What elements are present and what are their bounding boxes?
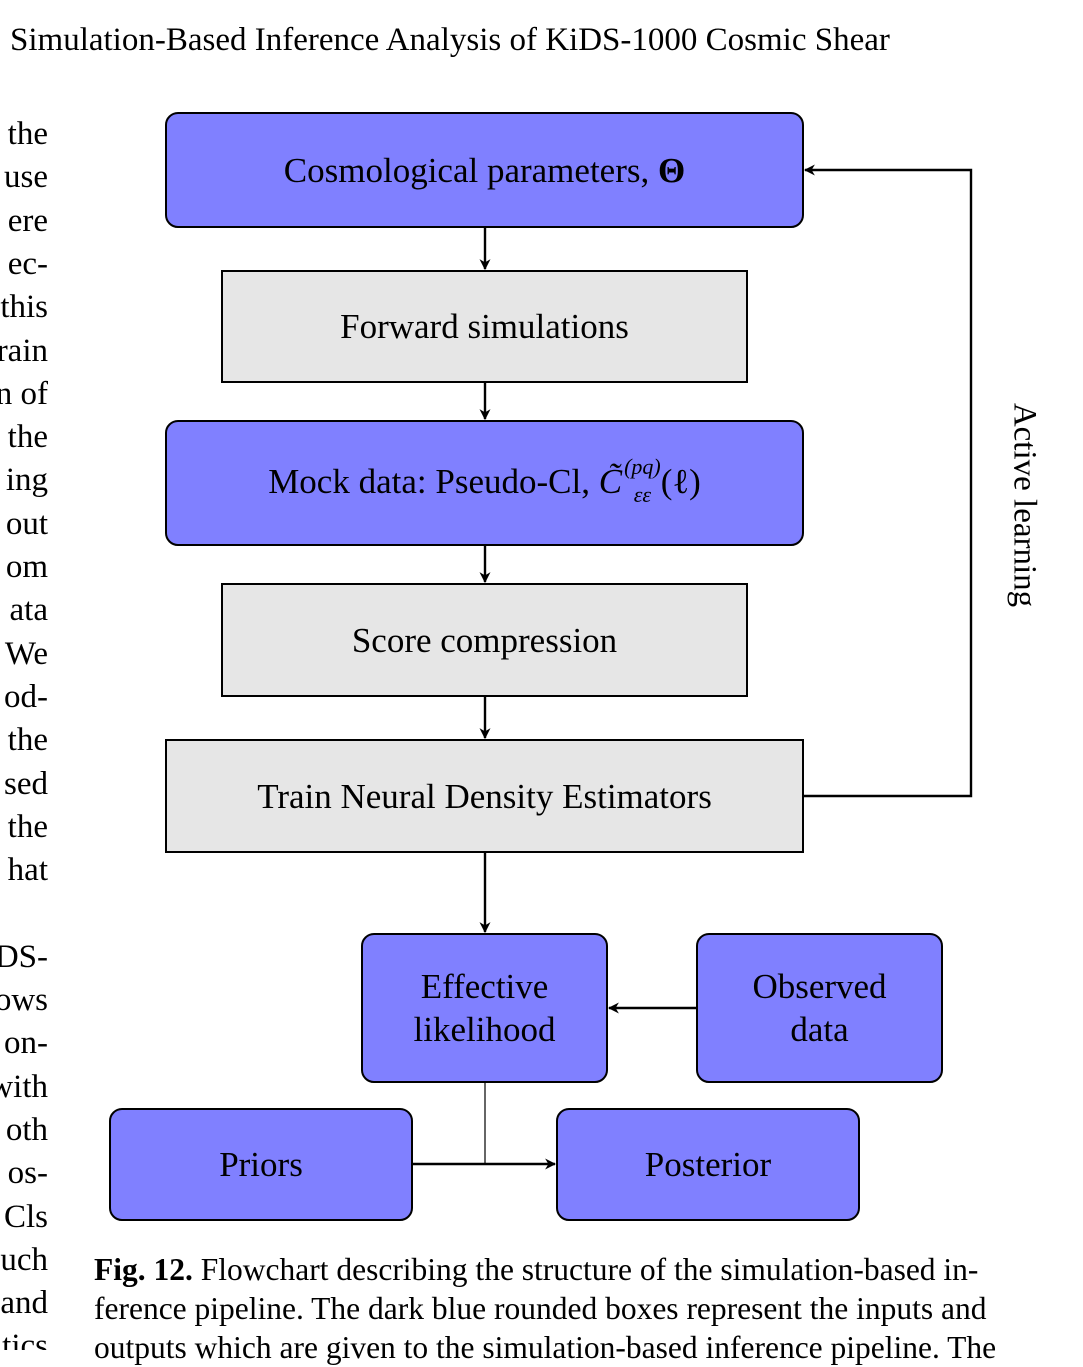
mock-data-text: Mock data: Pseudo-Cl, [268,461,590,501]
caption-line-1: Flowchart describing the structure of th… [192,1252,979,1287]
effective-likelihood-line1: Effective [420,967,549,1006]
pseudo-cl-symbol: C̃ [598,461,623,501]
left-column-line: use [4,159,48,196]
left-column-line: this [0,289,48,326]
left-column-line: od- [4,678,48,715]
posterior-box [556,1108,860,1221]
left-column-line: n of [0,375,48,412]
forward-sims-label: Forward simulations [340,307,629,346]
pseudo-cl-superscript: (pq) [624,454,661,480]
score-compression-box [221,583,748,697]
active-learning-loop-arrow [803,164,973,798]
running-head: Simulation-Based Inference Analysis of K… [10,22,890,58]
observed-data-line2: data [790,1010,849,1049]
left-column-line: sed [4,765,48,802]
score-compression-label: Score compression [351,620,618,660]
left-column-line: We [4,635,48,672]
left-column-line: the [7,808,48,845]
left-column-line: with [0,1068,48,1105]
left-column-line: oth [5,1111,48,1148]
mock-data-box [165,420,804,546]
left-column-line: ec- [7,245,48,282]
left-column-line: os- [7,1155,48,1192]
left-column-line: the [7,722,48,759]
cosmo-params-text: Cosmological parameters, [283,150,650,190]
left-column-line: and [0,1285,48,1322]
left-column-line: the [7,419,48,456]
left-column-line: rain [0,332,48,369]
train-nde-label: Train Neural Density Estimators [257,776,712,816]
pseudo-cl-subscript: εε [633,482,652,508]
effective-likelihood-label: Effective likelihood [362,934,607,1082]
active-learning-label: Active learning [1006,402,1043,608]
figure-caption: Fig. 12. Flowchart describing the struct… [94,1250,1083,1367]
train-nde-box [165,739,804,853]
left-column-line: the [7,118,48,152]
left-column-line: ata [9,592,48,629]
caption-line-3: outputs which are given to the simulatio… [94,1330,997,1365]
observed-data-label: Observed data [697,934,942,1082]
observed-data-line1: Observed [752,967,887,1006]
left-column-line: tics [2,1328,48,1350]
theta-symbol: Θ [657,150,686,190]
left-column-line: uch [0,1241,48,1278]
caption-line-2: ference pipeline. The dark blue rounded … [94,1291,987,1326]
cosmo-params-label: Cosmological parameters, Θ [166,113,803,227]
cosmo-params-box [165,112,804,228]
left-column-line: ows [0,982,48,1018]
left-column-line: om [5,549,48,585]
mock-data-label: Mock data: Pseudo-Cl, C̃(pq)εε (ℓ) [166,421,803,545]
priors-box [109,1108,413,1221]
priors-label: Priors [219,1145,303,1184]
effective-likelihood-line2: likelihood [413,1010,556,1049]
forward-sims-box [221,270,748,383]
pseudo-cl-argument: (ℓ) [660,461,701,501]
left-column-line: ing [5,462,48,499]
left-column-line: DS- [0,938,48,975]
effective-likelihood-box [361,933,608,1083]
left-column-line: Cls [3,1198,48,1235]
left-column-line: hat [7,852,48,889]
observed-data-box [696,933,943,1083]
left-column-line: on- [4,1025,48,1062]
left-column-line: ere [7,202,48,239]
left-column-line: out [5,505,48,542]
posterior-label: Posterior [644,1145,772,1184]
figure-label: Fig. 12. [94,1252,193,1287]
